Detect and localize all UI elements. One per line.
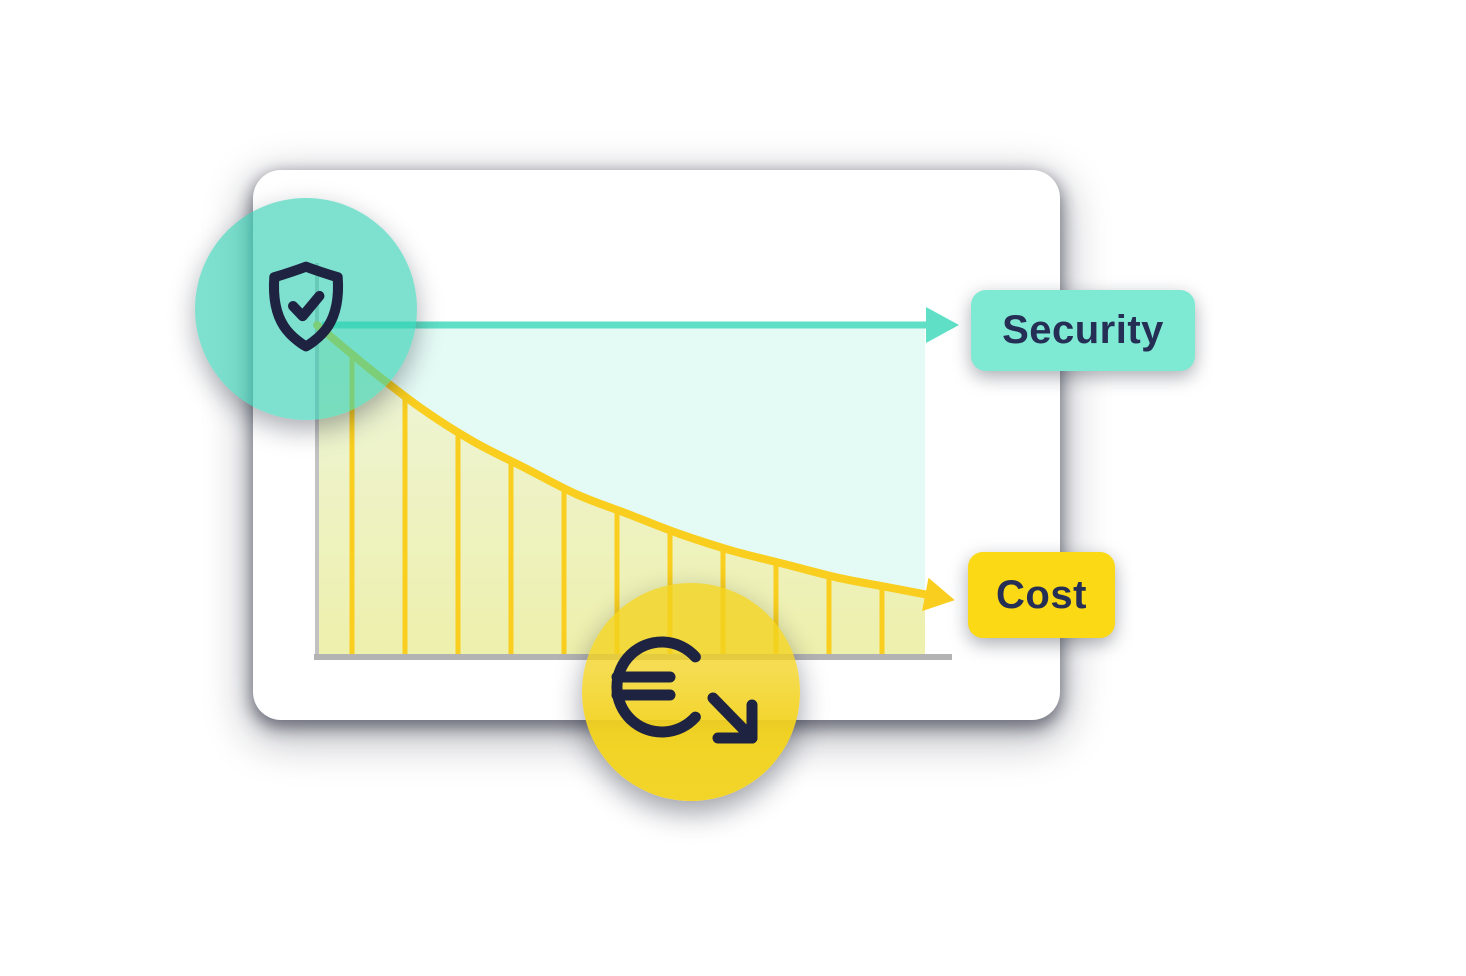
decline-arrow-head — [712, 699, 758, 744]
security-badge-circle — [195, 198, 417, 420]
security-label-text: Security — [1002, 308, 1164, 352]
cost-label-pill: Cost — [968, 552, 1115, 638]
shield-outline — [268, 261, 344, 352]
check-mark — [288, 290, 325, 322]
security-label-pill: Security — [971, 290, 1195, 371]
cost-label-text: Cost — [996, 572, 1087, 617]
euro-decline-icon — [611, 636, 758, 744]
shield-check-icon — [268, 261, 344, 352]
euro-symbol — [611, 636, 701, 738]
cost-badge-circle — [582, 583, 800, 801]
decline-arrow-shaft — [707, 692, 758, 744]
